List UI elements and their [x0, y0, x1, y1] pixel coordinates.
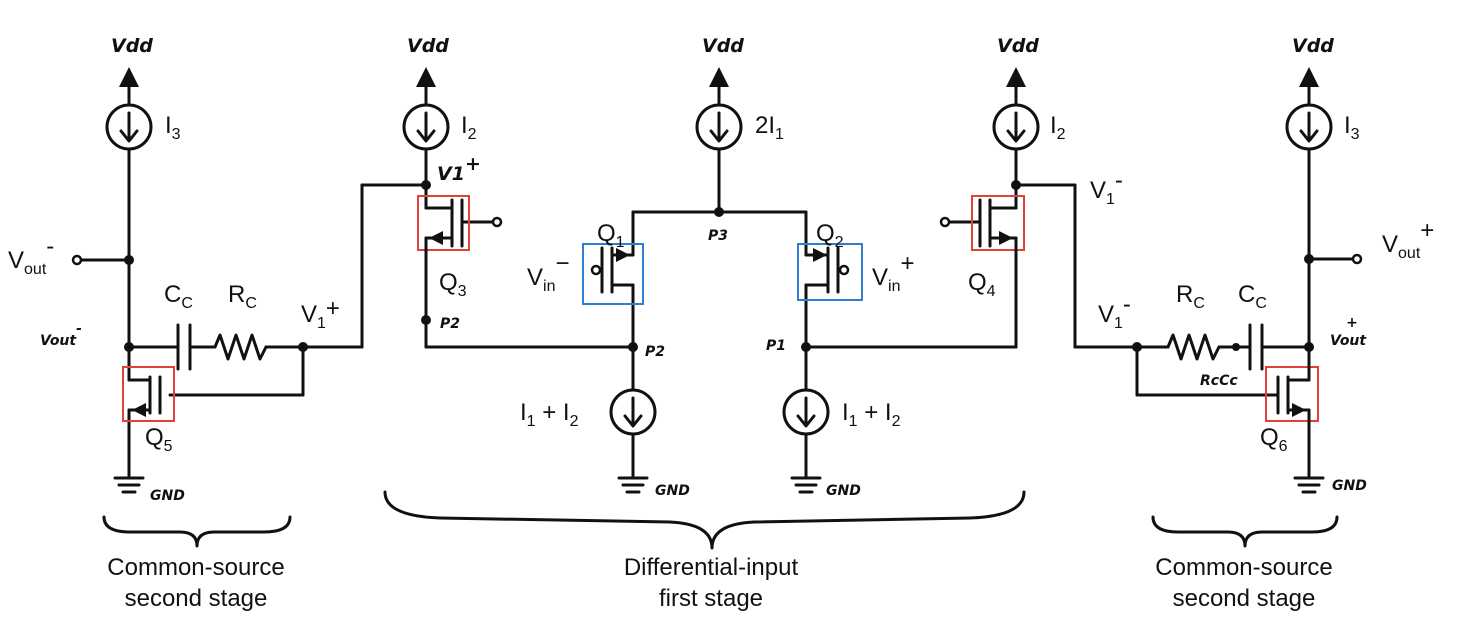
vdd-rail-4: Vdd	[997, 35, 1039, 105]
vdd-rail-5: Vdd	[1292, 35, 1334, 105]
caption-left-line2: second stage	[125, 585, 268, 612]
caption-right-line1: Common-source	[1155, 554, 1332, 581]
rc-label-right: RC	[1176, 281, 1205, 312]
caption-mid-line1: Differential-input	[624, 554, 799, 581]
differential-pair: P3 Q1 Vin− P2 Q2 Vin+ P1	[520, 147, 1018, 499]
brace-left	[102, 515, 292, 548]
q1-label: Q1	[597, 220, 625, 251]
q4-label: Q4	[968, 269, 996, 300]
vin-minus-label: Vin−	[527, 250, 569, 295]
current-source-i2-left: I2	[402, 103, 477, 151]
vdd-label: Vdd	[111, 35, 153, 57]
vdd-label: Vdd	[997, 35, 1039, 57]
svg-text:I2: I2	[461, 112, 477, 143]
q3-branch: V1+ Q3 P2	[360, 147, 635, 349]
gnd-label: GND	[655, 483, 690, 499]
p3-label: P3	[708, 228, 728, 244]
p1-label: P1	[766, 338, 786, 354]
vin-plus-label: Vin+	[872, 250, 914, 295]
p2-label-b: P2	[645, 344, 665, 360]
v1-minus-label-mid: V1-	[1098, 291, 1131, 332]
q3-label: Q3	[439, 269, 467, 300]
sink-label-left: I1 + I2	[520, 399, 579, 430]
vdd-label: Vdd	[407, 35, 449, 57]
cc-label-right: CC	[1238, 281, 1267, 312]
svg-text:I3: I3	[165, 112, 181, 143]
caption-left-line1: Common-source	[107, 554, 284, 581]
current-source-i3-right: I3	[1285, 103, 1360, 151]
svg-text:2I1: 2I1	[755, 112, 784, 143]
v1-plus-label-left: V1+	[301, 295, 340, 332]
vdd-rail-3: Vdd	[702, 35, 744, 105]
brace-middle	[383, 490, 1026, 550]
sink-label-right: I1 + I2	[842, 399, 901, 430]
q2-label: Q2	[816, 220, 844, 251]
svg-text:I3: I3	[1344, 112, 1360, 143]
caption-right-line2: second stage	[1173, 585, 1316, 612]
left-second-stage: Vout- Vout- CC RC V1+ Q5 GND	[8, 147, 364, 504]
right-second-stage: V1- RC CC RcCc Q6 Vout+ Vout+ GND	[1073, 147, 1434, 494]
vout-handwritten-right: Vout+	[1330, 315, 1367, 349]
vout-plus-label: Vout+	[1382, 217, 1434, 262]
v1-plus-handwritten: V1+	[437, 153, 481, 185]
q5-label: Q5	[145, 424, 173, 455]
vdd-rail-1: Vdd	[111, 35, 153, 105]
p2-label-a: P2	[440, 316, 460, 332]
caption-mid-line2: first stage	[659, 585, 763, 612]
current-source-i3-left: I3	[105, 103, 181, 151]
vdd-label: Vdd	[1292, 35, 1334, 57]
svg-text:I2: I2	[1050, 112, 1066, 143]
vout-minus-label: Vout-	[8, 233, 54, 278]
gnd-label: GND	[826, 483, 861, 499]
current-source-i2-right: I2	[992, 103, 1066, 151]
vout-handwritten-left: Vout-	[40, 321, 82, 349]
current-source-tail: 2I1	[695, 103, 784, 151]
q6-label: Q6	[1260, 424, 1288, 455]
rccc-label: RcCc	[1200, 373, 1238, 389]
v1-minus-label-top: V1-	[1090, 167, 1123, 208]
gnd-label: GND	[150, 488, 185, 504]
cc-label-left: CC	[164, 281, 193, 312]
gnd-label: GND	[1332, 478, 1367, 494]
q4-branch: V1- Q4	[939, 147, 1123, 349]
vdd-rail-2: Vdd	[407, 35, 449, 105]
brace-right	[1151, 515, 1339, 548]
rc-label-left: RC	[228, 281, 257, 312]
vdd-label: Vdd	[702, 35, 744, 57]
